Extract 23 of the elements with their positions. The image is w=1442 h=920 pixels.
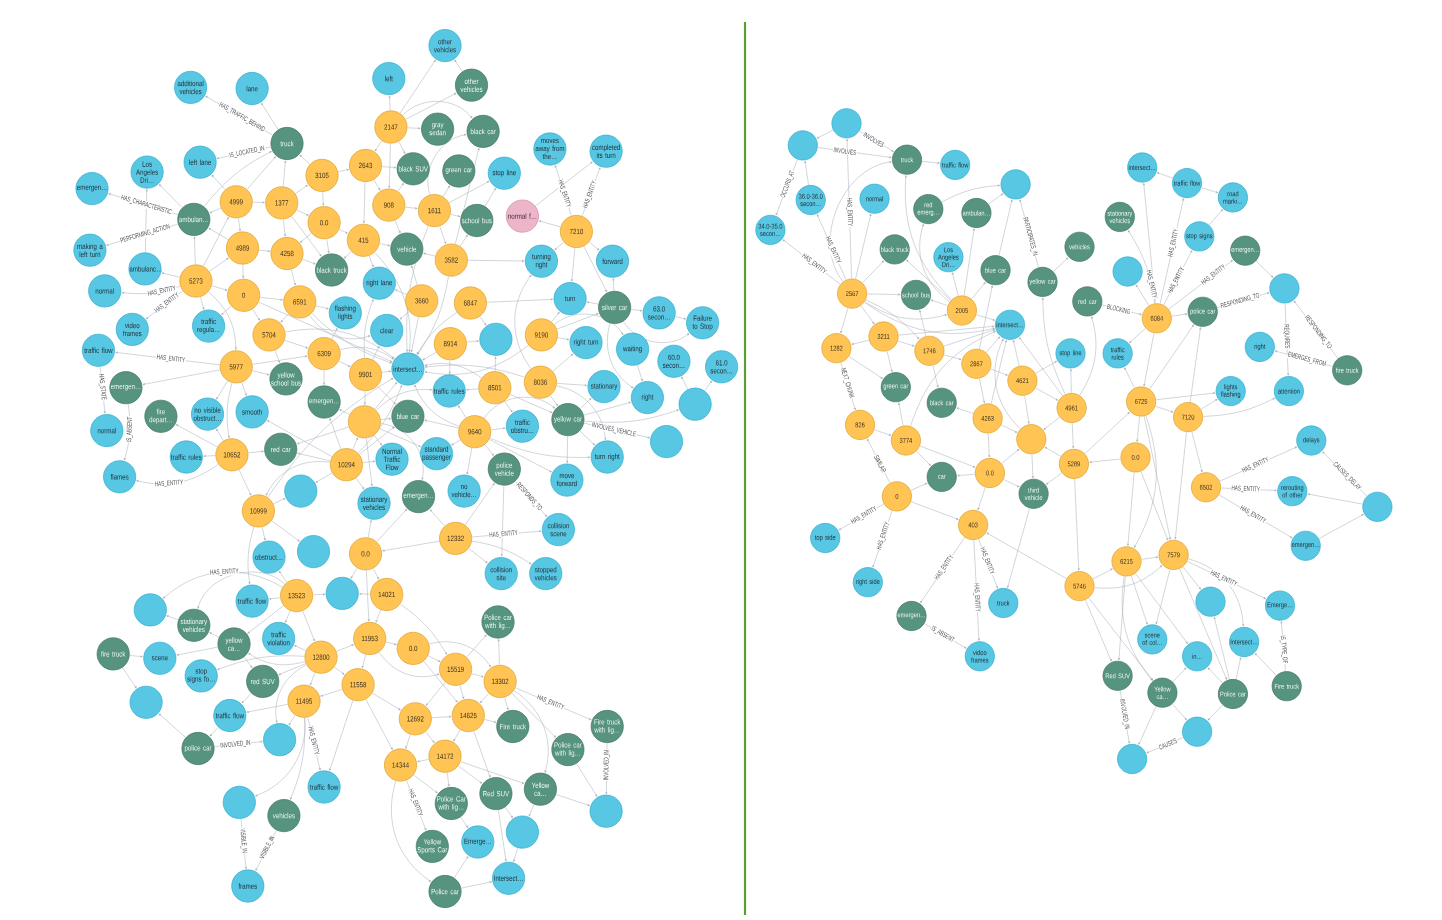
node-circle	[1016, 424, 1047, 455]
node-circle	[284, 474, 318, 508]
node-circle	[263, 723, 297, 757]
node-circle	[1000, 169, 1031, 200]
node-circle	[505, 815, 539, 849]
node-circle	[678, 387, 712, 421]
node-circle	[831, 108, 862, 139]
node-circle	[1195, 586, 1226, 617]
node-circle	[787, 130, 818, 161]
node-circle	[650, 425, 683, 459]
node-circle	[297, 535, 330, 569]
node-circle	[1112, 256, 1143, 287]
node-circle	[133, 593, 167, 627]
node-circle	[1269, 273, 1300, 304]
node-circle	[1117, 744, 1148, 774]
node-circle	[347, 405, 381, 439]
node-circle	[1362, 491, 1393, 522]
node-circle	[589, 794, 623, 828]
node-circle	[479, 322, 513, 356]
node-circle	[129, 685, 163, 719]
node-circle	[222, 785, 256, 819]
node-circle	[1182, 716, 1213, 747]
node-circle	[325, 576, 359, 610]
